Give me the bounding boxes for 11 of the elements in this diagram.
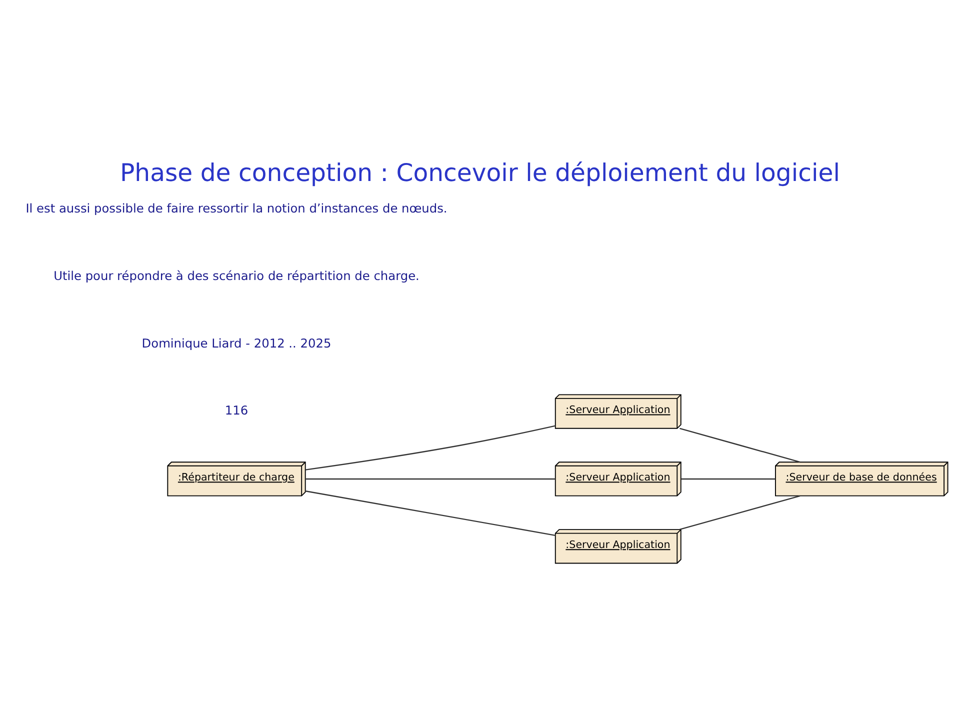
connector (305, 424, 556, 470)
label: Utile pour répondre à des scénario de répartition de charge. (54, 268, 420, 282)
connector (680, 494, 800, 530)
label: Il est aussi possible de faire ressortir la notion d’instances de nœuds. (26, 200, 448, 215)
label: 116 (224, 403, 248, 418)
connector (306, 490, 556, 536)
label: Dominique Liard - 2012 .. 2025 (142, 336, 332, 350)
connector (680, 427, 800, 462)
diagram-title: Phase de conception : Concevoir le déploiement du logiciel (120, 157, 840, 186)
connector (306, 478, 556, 480)
connector (680, 478, 776, 480)
